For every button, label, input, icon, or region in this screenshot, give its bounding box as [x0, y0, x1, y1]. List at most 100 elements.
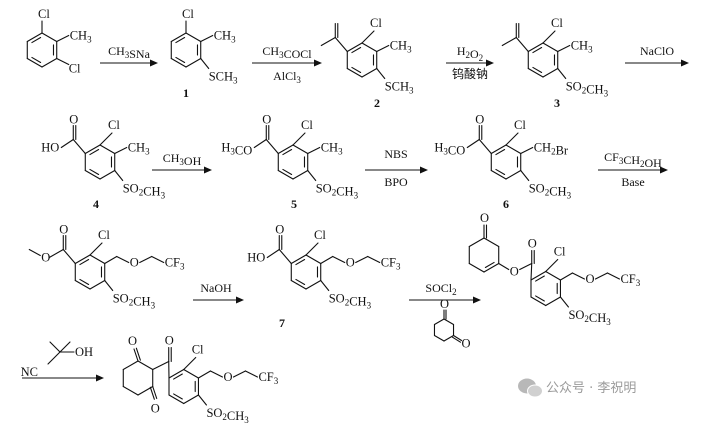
reaction-arrow-7	[598, 166, 668, 174]
compound-number-7: 7	[279, 316, 285, 330]
atom-label: O	[480, 211, 489, 225]
atom-label: CH3	[390, 39, 412, 55]
atom-label: O	[510, 265, 519, 279]
atom-label: O	[275, 223, 284, 237]
so2ch3-label: SO2CH3	[123, 182, 166, 201]
reagent-socl2: SOCl2	[425, 281, 456, 297]
so2ch3-label: SO2CH3	[529, 182, 572, 201]
so2ch3-label: SO2CH3	[113, 292, 156, 311]
reagent-catalyst: 钨酸钠	[452, 66, 488, 81]
wechat-icon	[518, 378, 543, 398]
compound-number-5: 5	[291, 197, 297, 211]
reaction-arrow-2	[252, 59, 322, 67]
reaction-arrow-5	[152, 166, 212, 174]
so2ch3-label: SO2CH3	[568, 308, 611, 327]
reagent-alcl3: AlCl3	[273, 69, 301, 85]
step-3: H2O2 钨酸钠	[446, 44, 494, 81]
atom-label: CH3	[214, 29, 236, 45]
so2ch3-label: SO2CH3	[316, 182, 359, 201]
step-5: CH3OH	[152, 151, 212, 174]
atom-label: Cl	[182, 7, 194, 21]
atom-label: CF3	[258, 370, 278, 386]
atom-label: O	[59, 223, 68, 237]
atom-label: CH3	[70, 29, 92, 45]
reaction-arrow-1	[100, 59, 158, 67]
atom-label: Cl	[69, 62, 81, 76]
compound-number-2: 2	[374, 96, 380, 110]
atom-label: O	[346, 256, 355, 270]
atom-label: O	[165, 334, 174, 348]
atom-label: CH3	[128, 141, 150, 157]
atom-label: O	[475, 113, 484, 127]
atom-label: SCH3	[385, 80, 414, 96]
compound-number-1: 1	[183, 86, 189, 100]
reagent-naclo: NaClO	[640, 44, 674, 58]
atom-label: CF3	[381, 256, 401, 272]
so2ch3-label: SO2CH3	[206, 406, 249, 425]
atom-label: SCH3	[209, 70, 238, 86]
atom-label: CH2Br	[534, 141, 569, 158]
compound-number-3: 3	[554, 96, 560, 110]
atom-label: CH3	[321, 141, 343, 157]
atom-label: Cl	[514, 118, 526, 132]
atom-label: Cl	[551, 16, 563, 30]
atom-label: H3CO	[221, 141, 252, 158]
step-8: NaOH	[193, 281, 244, 304]
reagent-naoh: NaOH	[200, 281, 232, 295]
atom-label: Cl	[192, 343, 204, 357]
atom-label: O	[69, 113, 78, 127]
atom-label: O	[585, 272, 594, 286]
atom-label: O	[130, 256, 139, 270]
atom-label: O	[528, 237, 537, 251]
reaction-arrow-6	[365, 166, 428, 174]
atom-label: O	[440, 297, 449, 311]
atom-label: H3CO	[434, 141, 465, 158]
reagent-h2o2: H2O2	[457, 44, 483, 63]
atom-label: CF3	[165, 256, 185, 272]
atom-label: CH3	[571, 39, 593, 55]
atom-label: O	[151, 402, 160, 416]
reagent-ch3sna: CH3SNa	[108, 44, 151, 61]
atom-label: NC	[21, 365, 38, 379]
reagent-cf3ch2oh: CF3CH2OH	[604, 150, 662, 170]
atom-label: O	[262, 113, 271, 127]
reaction-arrow-3	[446, 59, 494, 67]
reaction-arrow-10	[22, 374, 104, 382]
compound-number-6: 6	[503, 197, 509, 211]
atom-label: Cl	[38, 7, 50, 21]
reagent-nbs: NBS	[384, 147, 407, 161]
reagent-ch3oh: CH3OH	[163, 151, 202, 168]
atom-label: Cl	[370, 16, 382, 30]
atom-label: O	[41, 251, 50, 265]
step-4: NaClO	[625, 44, 689, 67]
atom-label: Cl	[554, 245, 566, 259]
watermark: 公众号 · 李祝明	[518, 378, 636, 398]
atom-label: Cl	[301, 118, 313, 132]
atom-label: Cl	[98, 228, 110, 242]
so2ch3-label: SO2CH3	[566, 80, 609, 99]
reaction-arrow-8	[193, 296, 244, 304]
so2ch3-label: SO2CH3	[329, 292, 372, 311]
watermark-text: 公众号 · 李祝明	[546, 381, 636, 396]
atom-label: Cl	[314, 228, 326, 242]
reaction-arrow-4	[625, 59, 689, 67]
reaction-arrow-9	[409, 296, 481, 304]
atom-label: O	[223, 370, 232, 384]
